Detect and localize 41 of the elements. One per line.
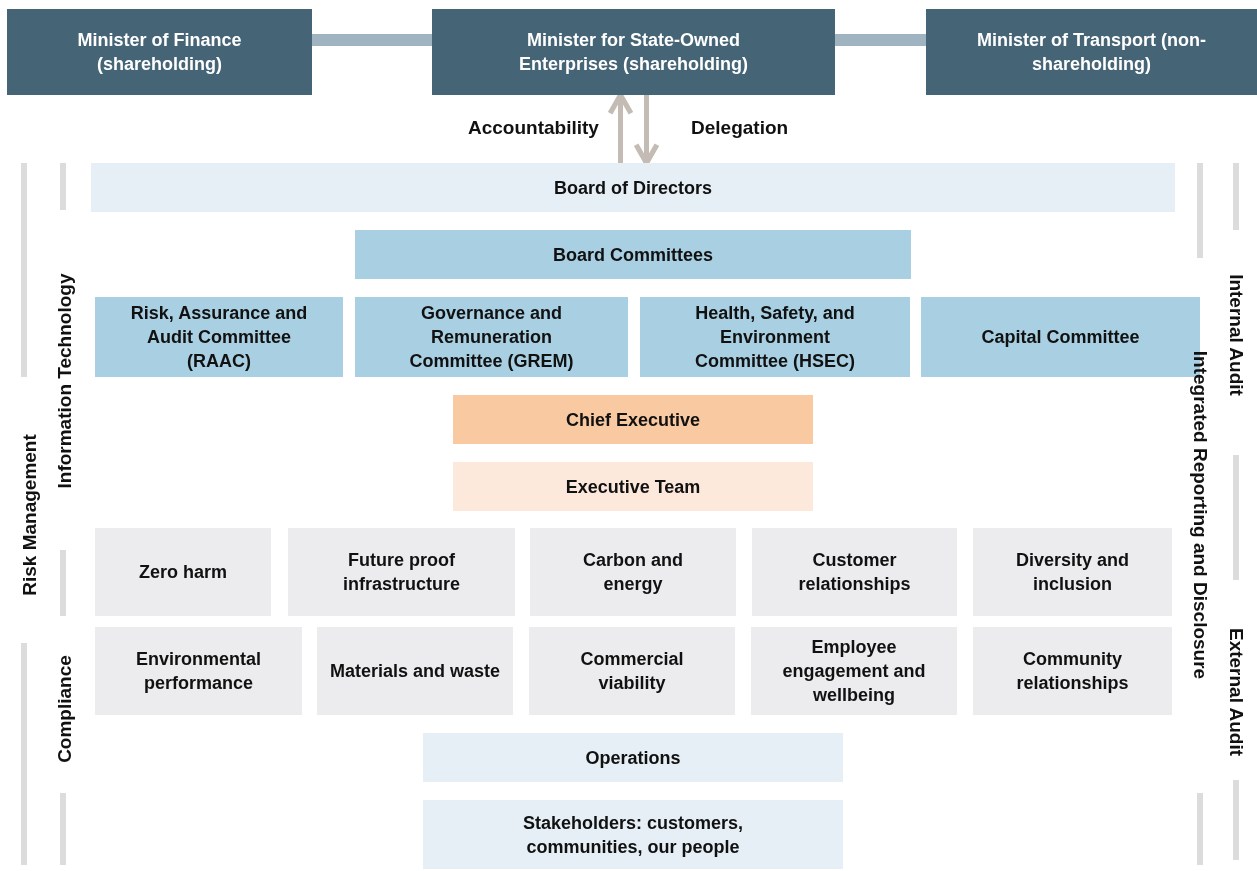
node-text: Minister for State-Owned Enterprises (shareholding)	[517, 29, 749, 76]
node-text: Minister of Finance (shareholding)	[76, 29, 243, 76]
node-text: Capital Committee	[981, 326, 1140, 349]
node-text: Environmental performance	[135, 648, 262, 695]
operations-box	[423, 800, 843, 869]
board-box	[91, 163, 1175, 212]
node-text: Diversity and inclusion	[1014, 549, 1130, 596]
node-text: Governance and Remuneration Committee (GREM)	[408, 302, 575, 373]
node-text: Employee engagement and wellbeing	[781, 636, 927, 707]
executive-box	[453, 395, 813, 444]
team-box	[453, 462, 813, 511]
node-text: Health, Safety, and Environment Committee (HSEC)	[694, 302, 856, 373]
side-label: Information Technology	[54, 273, 76, 489]
node-text: Executive Team	[565, 475, 701, 499]
node-text: Minister of Transport (non-shareholding)	[976, 29, 1207, 76]
side-label: Risk Management	[18, 434, 41, 596]
node-text: Carbon and energy	[582, 549, 684, 596]
node-text: Commercial viability	[579, 648, 685, 695]
side-label: Internal Audit	[1224, 274, 1247, 396]
node-text: Stakeholders: customers, communities, our people	[521, 811, 745, 859]
node-text: Operations	[585, 746, 681, 770]
node-text: Future proof infrastructure	[342, 549, 461, 596]
node-text: Risk, Assurance and Audit Committee (RAAC)	[129, 302, 309, 373]
minister-box	[7, 9, 312, 95]
committee-box	[640, 297, 910, 377]
node-text: Community relationships	[1015, 648, 1130, 695]
node-text: Chief Executive	[565, 408, 701, 432]
minister-box	[926, 9, 1257, 95]
operations-box	[423, 733, 843, 782]
side-label: Compliance	[53, 655, 76, 763]
node-text: Customer relationships	[797, 549, 912, 596]
minister-box	[432, 9, 835, 95]
node-text: Zero harm	[139, 561, 227, 584]
committee-box	[95, 297, 343, 377]
committee-box	[355, 297, 628, 377]
node-text: Board of Directors	[554, 176, 712, 200]
node-text: Board Committees	[553, 243, 713, 267]
side-label: Integrated Reporting and Disclosure	[1189, 350, 1212, 680]
committee-box	[355, 230, 911, 279]
side-label: External Audit	[1225, 627, 1248, 757]
node-text: Materials and waste	[329, 660, 501, 683]
